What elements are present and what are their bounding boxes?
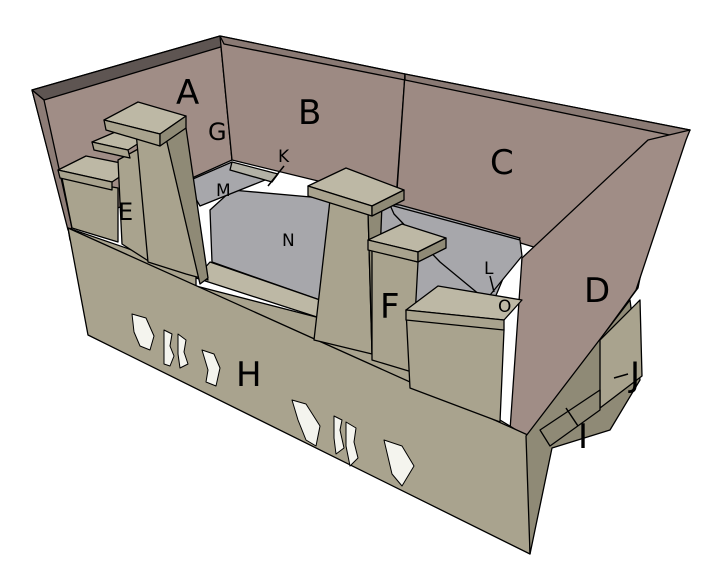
label-i: I — [578, 417, 588, 457]
hole-3 — [177, 333, 189, 369]
label-n: N — [282, 231, 295, 251]
leader-k — [267, 165, 285, 187]
hole-7 — [345, 421, 359, 467]
label-f: F — [380, 287, 400, 327]
label-g: G — [208, 118, 227, 146]
pillar-f-cap-side — [371, 189, 405, 217]
hole-8 — [383, 439, 415, 487]
hole-6 — [333, 415, 345, 455]
label-c: C — [490, 143, 514, 183]
label-e: E — [118, 198, 133, 226]
label-o: O — [498, 297, 511, 317]
pillar-e-top-cap-side — [159, 115, 187, 147]
label-d: D — [584, 271, 610, 311]
label-b: B — [298, 93, 321, 133]
label-l: L — [484, 259, 494, 279]
hole-4 — [201, 349, 221, 387]
hole-5 — [291, 399, 321, 447]
label-a: A — [176, 73, 199, 113]
base-leg-j — [599, 299, 643, 409]
hole-2 — [163, 329, 175, 367]
label-j: J — [628, 355, 640, 395]
pillar-e-mid-front — [91, 141, 131, 159]
pillar-e-cap-front — [57, 169, 113, 191]
hole-1 — [131, 313, 155, 351]
pillar-f-lower-cap-side — [417, 237, 447, 263]
label-k: K — [278, 147, 290, 167]
base-leg-i — [539, 389, 601, 447]
leader-i — [565, 407, 579, 427]
block-f-cap — [405, 309, 505, 331]
leader-l — [489, 275, 495, 293]
label-m: M — [216, 181, 231, 201]
label-h: H — [236, 355, 262, 395]
leader-j — [613, 373, 629, 379]
